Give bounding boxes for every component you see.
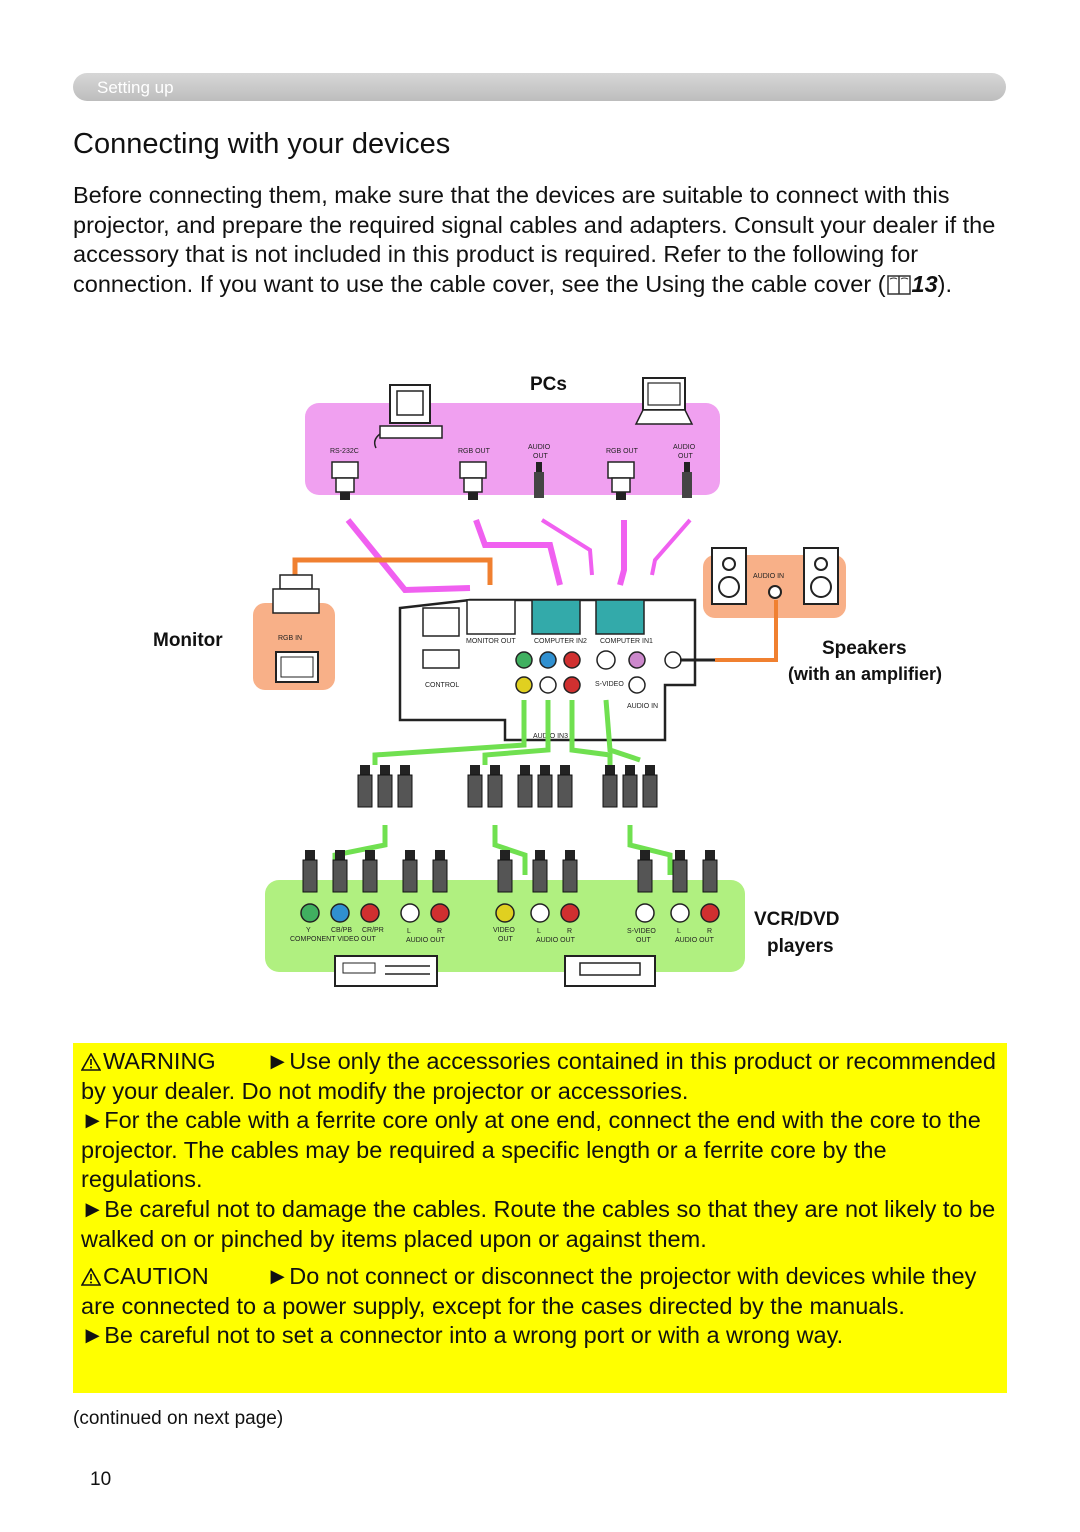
speaker-icon-right xyxy=(803,547,839,605)
composite-cable xyxy=(482,700,551,765)
audio-out-label-av3: AUDIO OUT xyxy=(675,937,715,944)
rgb-out-label-2: RGB OUT xyxy=(606,448,639,455)
audio-out-r-label-2: R xyxy=(567,928,572,935)
component-cable xyxy=(372,700,527,765)
audio-cable-2 xyxy=(650,518,692,576)
component-y-label: Y xyxy=(306,927,311,934)
audio-cable-1 xyxy=(540,518,594,576)
vga-cable-3 xyxy=(617,520,627,586)
speaker-audio-in-label: AUDIO IN xyxy=(753,573,784,580)
ferrite-paragraph: ►For the cable with a ferrite core only … xyxy=(81,1107,981,1193)
warning-box: WARNING►Use only the accessories contain… xyxy=(73,1043,1007,1393)
section-header-label: Setting up xyxy=(97,78,174,97)
s-video-out-label: S-VIDEO xyxy=(627,928,656,935)
desktop-pc-icon xyxy=(373,384,443,449)
speaker-icon-left xyxy=(711,547,747,605)
intro-text: Before connecting them, make sure that t… xyxy=(73,182,996,297)
audio-out-r-label-1: R xyxy=(437,928,442,935)
wrong-port-paragraph: ►Be careful not to set a connector into … xyxy=(81,1322,844,1349)
monitor-label: Monitor xyxy=(153,630,223,651)
computer-in2-label: COMPUTER IN2 xyxy=(534,638,587,645)
damage-paragraph: ►Be careful not to damage the cables. Ro… xyxy=(81,1195,996,1252)
connection-diagram: PCs RS-232C RGB OUT AUDIO OUT RGB OUT AU… xyxy=(153,374,942,987)
vga-cable-2 xyxy=(473,518,563,586)
video-label: VIDEO xyxy=(493,927,515,934)
audio-in3-label: AUDIO IN3 xyxy=(533,733,568,740)
monitor-icon xyxy=(272,574,320,683)
audio-in-label-panel: AUDIO IN xyxy=(627,703,658,710)
warning-tag: WARNING xyxy=(81,1047,266,1077)
av-zone xyxy=(265,880,745,972)
pcs-label: PCs xyxy=(530,374,567,395)
speaker-cable xyxy=(715,600,778,662)
rgb-in-label: RGB IN xyxy=(278,635,302,642)
page-title: Connecting with your devices xyxy=(73,128,451,160)
audio-out-label-2a: AUDIO xyxy=(673,444,696,451)
reference-page-number: 13 xyxy=(911,270,938,297)
audio-out-label-av2: AUDIO OUT xyxy=(536,937,576,944)
computer-in1-label: COMPUTER IN1 xyxy=(600,638,653,645)
warning-paragraph: WARNING►Use only the accessories contain… xyxy=(81,1047,999,1106)
caution-text: ►Do not connect or disconnect the projec… xyxy=(81,1263,977,1319)
speakers-label: Speakers xyxy=(822,638,907,659)
caution-paragraph: CAUTION►Do not connect or disconnect the… xyxy=(81,1262,999,1321)
s-video-out-sub-label: OUT xyxy=(636,937,652,944)
video-out-label: OUT xyxy=(498,936,514,943)
rs232c-label: RS-232C xyxy=(330,448,359,455)
audio-out-l-label-3: L xyxy=(677,928,681,935)
monitor-cable xyxy=(292,557,493,585)
caution-triangle-icon xyxy=(81,1268,101,1286)
audio-out-label-1a: AUDIO xyxy=(528,444,551,451)
vcr-icon xyxy=(564,955,656,987)
rgb-out-label-1: RGB OUT xyxy=(458,448,491,455)
svideo-cable xyxy=(603,699,641,763)
component-video-out-label: COMPONENT VIDEO OUT xyxy=(290,936,377,943)
section-header-bar: Setting up xyxy=(73,73,1006,101)
laptop-pc-icon xyxy=(634,377,694,425)
audio-out-l-label-2: L xyxy=(537,928,541,935)
audio-out-label-2b: OUT xyxy=(678,453,694,460)
speakers-sublabel: (with an amplifier) xyxy=(788,664,942,684)
audio-av-cable xyxy=(569,700,613,765)
vga-cable-1 xyxy=(345,518,471,594)
continued-note: (continued on next page) xyxy=(73,1408,284,1429)
component-cb-label: CB/PB xyxy=(331,927,352,934)
audio-out-label-av1: AUDIO OUT xyxy=(406,937,446,944)
warning-text: ►Use only the accessories contained in t… xyxy=(81,1048,996,1104)
component-cr-label: CR/PR xyxy=(362,927,384,934)
projector-panel xyxy=(398,598,697,742)
dvd-player-icon xyxy=(334,955,438,987)
warning-tag-label: WARNING xyxy=(103,1048,216,1074)
monitor-out-label: MONITOR OUT xyxy=(466,638,516,645)
audio-out-label-1b: OUT xyxy=(533,453,549,460)
audio-out-l-label-1: L xyxy=(407,928,411,935)
vcr-dvd-label: VCR/DVD xyxy=(754,909,840,930)
book-icon xyxy=(886,275,911,295)
caution-tag-label: CAUTION xyxy=(103,1263,209,1290)
intro-tail: ). xyxy=(937,270,953,297)
page-number: 10 xyxy=(90,1469,112,1490)
warning-triangle-icon xyxy=(81,1053,101,1071)
intro-paragraph: Before connecting them, make sure that t… xyxy=(73,181,1008,299)
control-label: CONTROL xyxy=(425,682,459,689)
s-video-label: S-VIDEO xyxy=(595,681,624,688)
vcr-dvd-sublabel: players xyxy=(767,936,834,957)
audio-out-r-label-3: R xyxy=(707,928,712,935)
caution-tag: CAUTION xyxy=(81,1262,266,1292)
